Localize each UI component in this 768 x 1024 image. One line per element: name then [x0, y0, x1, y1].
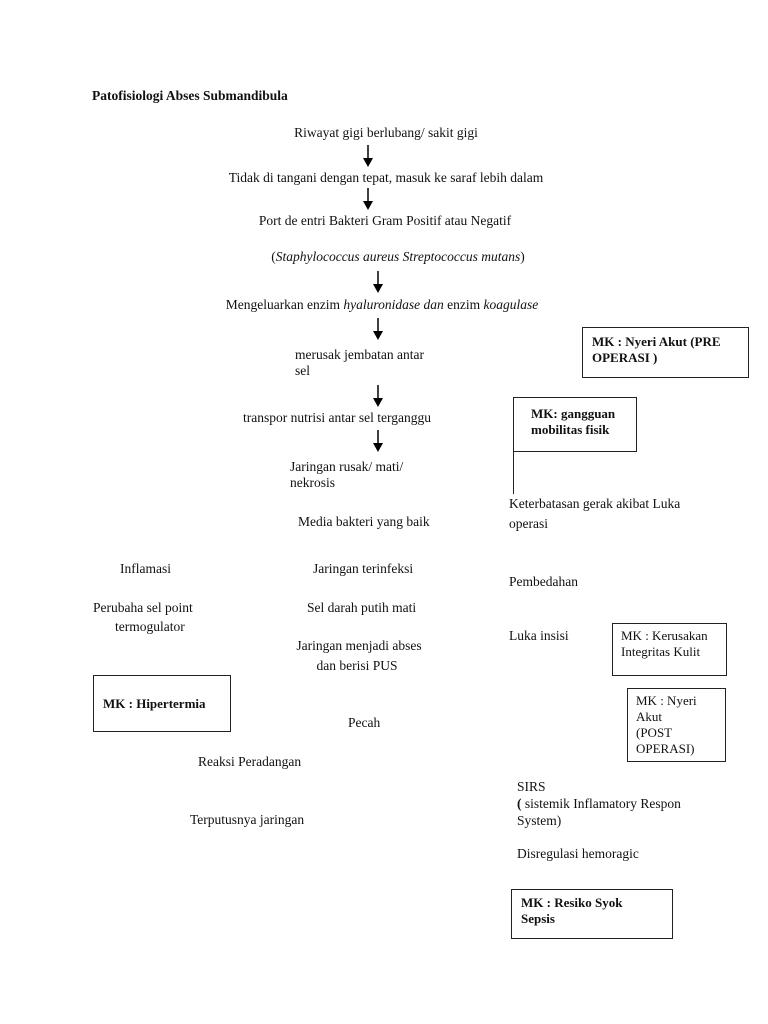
- left-perubahan-line1: Perubaha sel point: [93, 600, 193, 615]
- down-arrow-icon: [363, 145, 373, 167]
- mk-kerusakan-line1: MK : Kerusakan: [621, 628, 708, 643]
- mk-kerusakan-line2: Integritas Kulit: [621, 644, 701, 659]
- mk-nyeri-pre-line1: MK : Nyeri Akut (PRE: [592, 334, 721, 349]
- down-arrow-icon: [373, 385, 383, 407]
- mk-syok-sepsis-box: MK : Resiko Syok Sepsis: [511, 889, 673, 939]
- down-arrow-icon: [373, 430, 383, 452]
- mk-nyeri-post-box: MK : Nyeri Akut (POST OPERASI): [627, 688, 726, 762]
- flow-step-jaringan-rusak-line1: Jaringan rusak/ mati/: [290, 459, 404, 474]
- mk-nyeri-post-line2: Akut: [636, 709, 662, 724]
- mk-hipertermia-box: MK : Hipertermia: [93, 675, 231, 732]
- flow-step-merusak-line2: sel: [295, 363, 310, 378]
- mk-mobilitas-line1: MK: gangguan: [531, 406, 616, 421]
- flow-step-bakteri-spesies: (Staphylococcus aureus Streptococcus mut…: [271, 249, 525, 264]
- mk-nyeri-post-line3: (POST: [636, 725, 673, 740]
- down-arrow-icon: [373, 271, 383, 293]
- right-sirs: SIRS: [517, 779, 546, 794]
- down-arrow-icon: [363, 188, 373, 210]
- right-disregulasi: Disregulasi hemoragic: [517, 846, 639, 861]
- flow-step-jaringan-rusak-line2: nekrosis: [290, 475, 335, 490]
- flow-step-enzim: Mengeluarkan enzim hyaluronidase dan enz…: [225, 297, 539, 312]
- flow-step-riwayat: Riwayat gigi berlubang/ sakit gigi: [294, 125, 478, 140]
- mk-kerusakan-box: MK : Kerusakan Integritas Kulit: [612, 623, 727, 676]
- mk-mobilitas-box: MK: gangguan mobilitas fisik: [513, 397, 637, 452]
- mk-hipertermia-label: MK : Hipertermia: [103, 696, 206, 711]
- flow-step-terputusnya-jaringan: Terputusnya jaringan: [190, 812, 305, 827]
- mk-nyeri-post-line4: OPERASI): [636, 741, 695, 756]
- down-arrow-icon: [373, 318, 383, 340]
- flow-step-sel-darah-putih: Sel darah putih mati: [307, 600, 417, 615]
- mk-syok-line2: Sepsis: [521, 911, 555, 926]
- right-keterbatasan-line2: operasi: [509, 516, 548, 531]
- mk-syok-line1: MK : Resiko Syok: [521, 895, 623, 910]
- flow-step-jaringan-terinfeksi: Jaringan terinfeksi: [313, 561, 414, 576]
- connector-line: [513, 452, 514, 494]
- flow-step-pecah: Pecah: [348, 715, 381, 730]
- page-title: Patofisiologi Abses Submandibula: [92, 88, 288, 103]
- mk-nyeri-pre-line2: OPERASI ): [592, 350, 658, 365]
- mk-nyeri-pre-box: MK : Nyeri Akut (PRE OPERASI ): [582, 327, 749, 378]
- flow-step-reaksi-peradangan: Reaksi Peradangan: [198, 754, 302, 769]
- flow-step-tidak-ditangani: Tidak di tangani dengan tepat, masuk ke …: [228, 170, 544, 185]
- right-keterbatasan-line1: Keterbatasan gerak akibat Luka: [509, 496, 681, 511]
- left-perubahan-line2: termogulator: [115, 619, 185, 634]
- mk-mobilitas-line2: mobilitas fisik: [531, 422, 610, 437]
- right-pembedahan: Pembedahan: [509, 574, 578, 589]
- left-inflamasi: Inflamasi: [120, 561, 171, 576]
- flow-step-abses-line1: Jaringan menjadi abses: [296, 638, 422, 653]
- flow-step-media-bakteri: Media bakteri yang baik: [298, 514, 430, 529]
- right-luka-insisi: Luka insisi: [509, 628, 569, 643]
- right-sirs-desc-line1: ( sistemik Inflamatory Respon: [517, 796, 681, 811]
- mk-nyeri-post-line1: MK : Nyeri: [636, 693, 697, 708]
- flow-step-port-de-entri: Port de entri Bakteri Gram Positif atau …: [258, 213, 512, 228]
- flow-step-abses-line2: dan berisi PUS: [316, 658, 398, 673]
- right-sirs-desc-line2: System): [517, 813, 562, 828]
- flow-step-merusak-line1: merusak jembatan antar: [295, 347, 424, 362]
- flow-step-transpor-nutrisi: transpor nutrisi antar sel terganggu: [243, 410, 431, 425]
